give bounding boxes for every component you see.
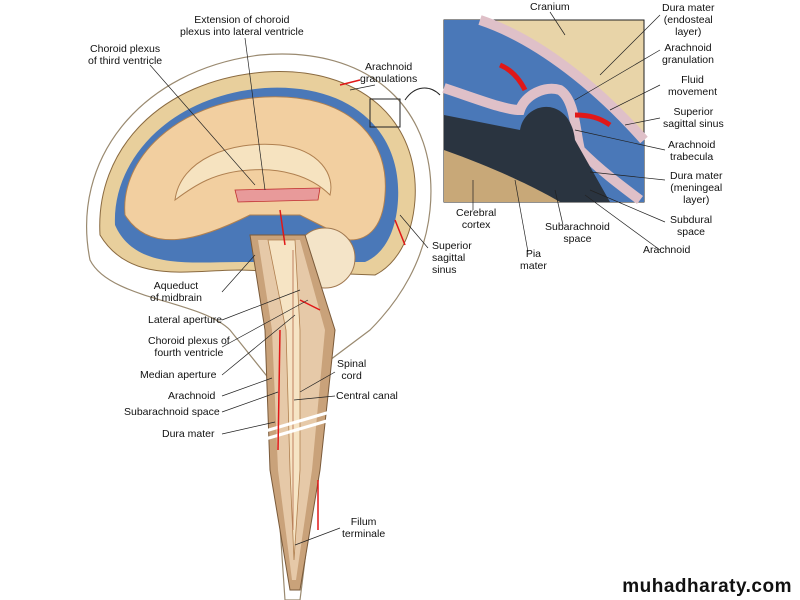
label-dura-mater: Dura mater (162, 428, 215, 440)
label-choroid-fourth-ventricle: Choroid plexus of fourth ventricle (148, 335, 230, 359)
label-choroid-third-ventricle: Choroid plexus of third ventricle (88, 43, 163, 67)
inset-label-dura-endosteal: Dura mater (endosteal layer) (662, 2, 715, 38)
inset-label-subarachnoid-space: Subarachnoid space (545, 221, 610, 245)
label-extension-choroid: Extension of choroid plexus into lateral… (180, 14, 304, 38)
label-lateral-aperture: Lateral aperture (148, 314, 223, 326)
label-arachnoid-granulations: Arachnoid granulations (360, 61, 418, 85)
inset-pointer-arrow (404, 87, 441, 101)
inset-label-arachnoid: Arachnoid (643, 244, 691, 256)
inset-label-arachnoid-trabecula: Arachnoid trabecula (668, 139, 716, 163)
third-ventricle-choroid (234, 187, 321, 203)
head-outline (86, 53, 432, 600)
inset-label-arachnoid-granulation: Arachnoid granulation (662, 42, 714, 66)
label-superior-sagittal-sinus: Superior sagittal sinus (432, 240, 472, 276)
label-spinal-cord: Spinal cord (337, 358, 367, 382)
label-median-aperture: Median aperture (140, 369, 217, 381)
label-central-canal: Central canal (336, 390, 398, 402)
inset-label-superior-sagittal-sinus: Superior sagittal sinus (663, 106, 724, 130)
inset-label-cerebral-cortex: Cerebral cortex (456, 207, 497, 231)
inset-label-pia-mater: Pia mater (520, 248, 547, 272)
corpus-callosum (174, 143, 332, 202)
label-filum-terminale: Filum terminale (342, 516, 386, 540)
inset-marker (369, 98, 401, 128)
inset-label-cranium: Cranium (530, 1, 570, 13)
inset-label-subdural-space: Subdural space (670, 214, 713, 238)
leader-lines (149, 11, 666, 546)
watermark: muhadharaty.com (622, 576, 792, 597)
label-subarachnoid-space: Subarachnoid space (124, 406, 220, 418)
label-aqueduct: Aqueduct of midbrain (150, 280, 202, 304)
spinal-cord (267, 239, 301, 561)
inset-label-dura-meningeal: Dura mater (meningeal layer) (670, 170, 723, 206)
label-arachnoid: Arachnoid (168, 390, 216, 402)
csf-flow-arrows (277, 79, 406, 530)
inset-detail (442, 15, 648, 204)
inset-label-fluid-movement: Fluid movement (668, 74, 718, 98)
